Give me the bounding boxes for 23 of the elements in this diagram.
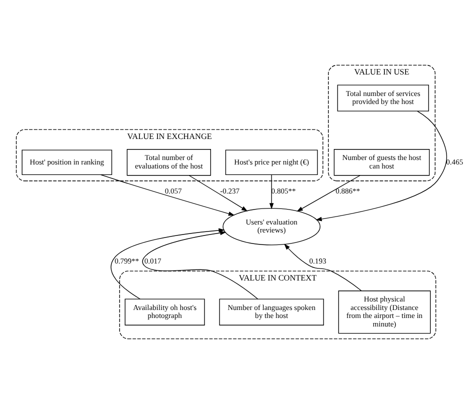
- arrow: [142, 230, 258, 299]
- node-box: Availability oh host's photograph: [124, 298, 205, 325]
- node-box: Total number of evaluations of the host: [126, 148, 211, 176]
- edge-label: 0.193: [309, 256, 326, 265]
- edge-label: 0.057: [164, 186, 182, 196]
- arrow: [269, 174, 274, 209]
- arrow: [316, 110, 448, 221]
- arrow: [100, 174, 235, 216]
- node-box: Number of guests the host can host: [334, 148, 430, 176]
- node-box: Host physical accessibility (Distance from the airport – time in minute): [338, 290, 431, 334]
- arrow: [284, 243, 362, 291]
- node-box: Host' position in ranking: [22, 149, 112, 175]
- arrow: [110, 228, 225, 299]
- node-box: Number of languages spoken by the host: [219, 298, 324, 325]
- edge-label: 0.017: [144, 256, 162, 265]
- edge-label: 0.465: [446, 156, 464, 166]
- node-ellipse: Users' evaluation (reviews): [222, 208, 320, 245]
- edge-label: -0.237: [220, 186, 240, 196]
- node-box: Total number of services provided by the host: [337, 84, 429, 111]
- arrow: [188, 174, 248, 211]
- edge-label: 0.799**: [114, 256, 140, 265]
- edge-label: 0.886**: [336, 186, 360, 196]
- node-box: Host's price per night (€): [225, 149, 318, 175]
